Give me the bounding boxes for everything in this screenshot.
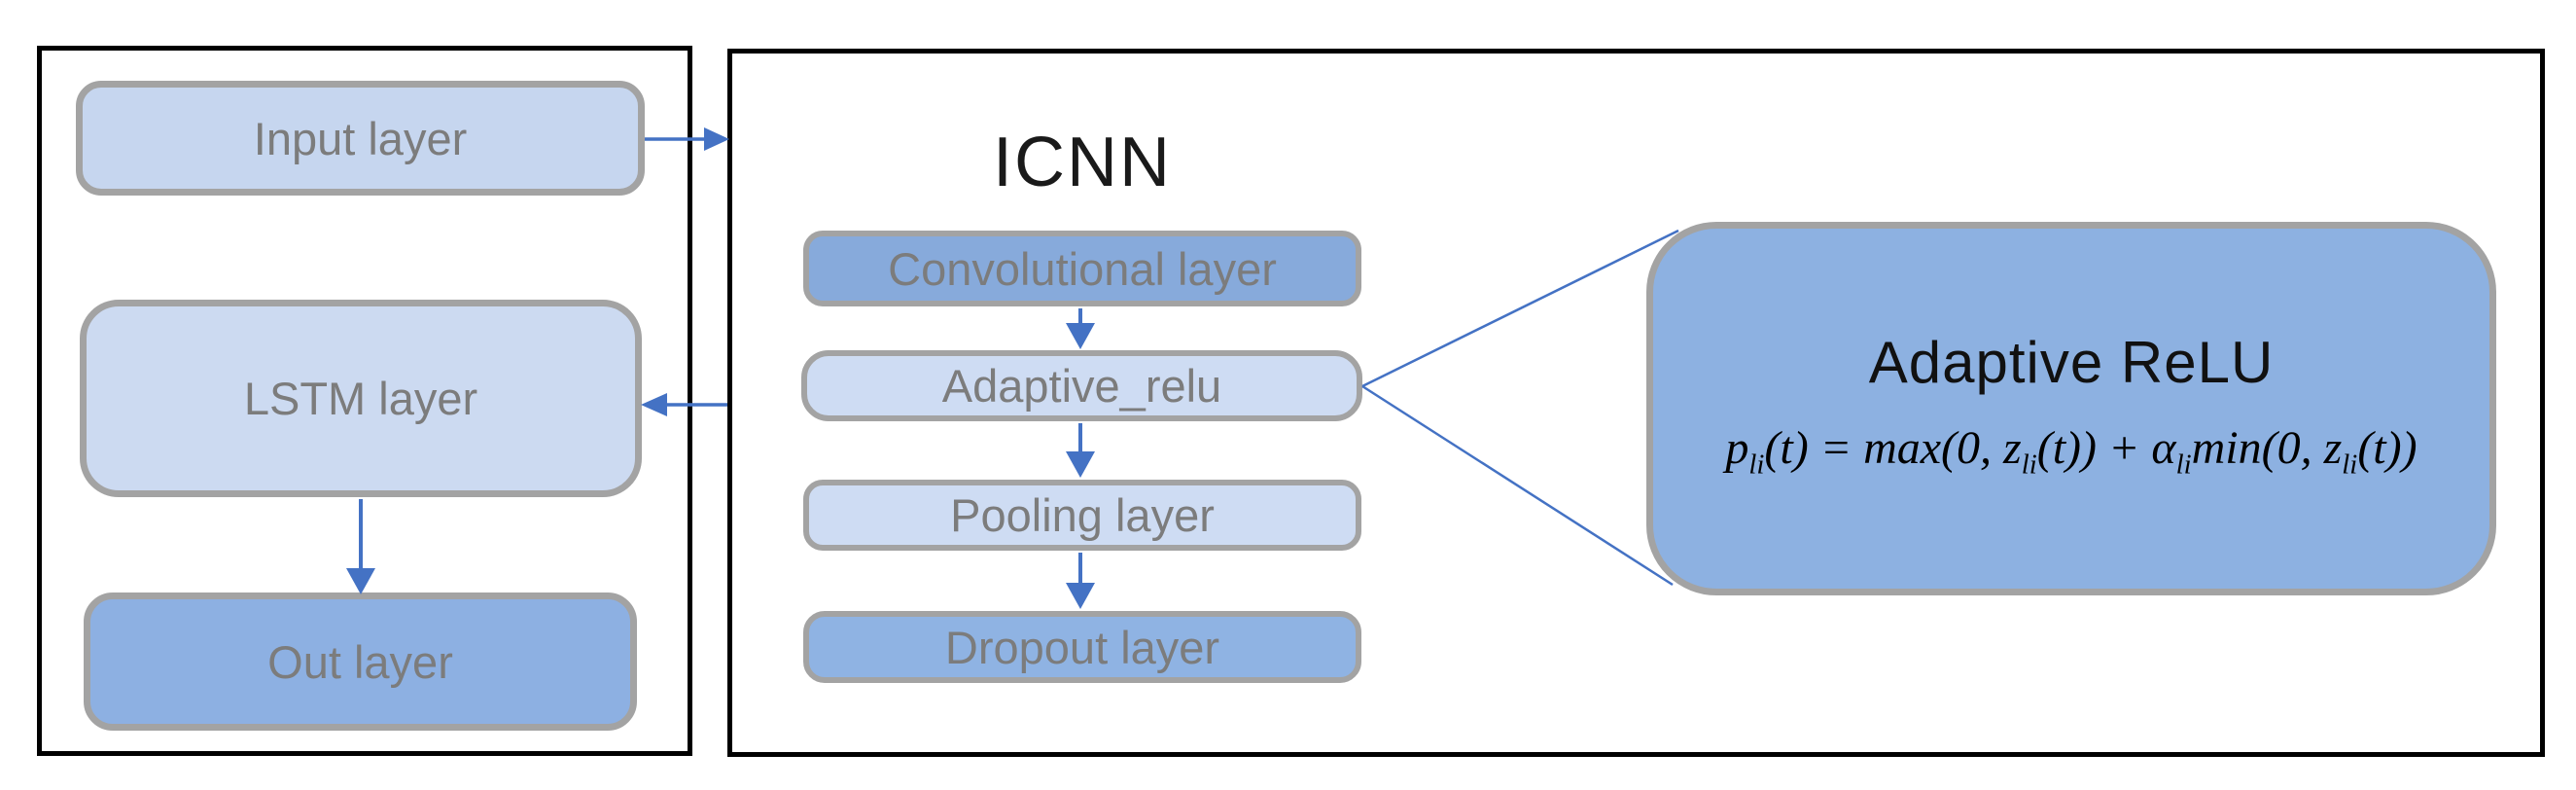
node-dropout-layer: Dropout layer [803, 611, 1361, 683]
node-input-layer-label: Input layer [253, 112, 468, 164]
adaptive-relu-formula: pli(t) = max(0, zli(t)) + αlimin(0, zli(… [1725, 422, 2417, 481]
node-out-layer: Out layer [84, 592, 637, 731]
arrow-input-to-icnn-head [704, 127, 729, 151]
adaptive-relu-callout-title: Adaptive ReLU [1868, 330, 2275, 395]
node-convolutional-layer-label: Convolutional layer [888, 242, 1277, 295]
node-input-layer: Input layer [76, 81, 645, 196]
icnn-title: ICNN [993, 124, 1172, 201]
node-pooling-layer-label: Pooling layer [950, 489, 1215, 541]
node-lstm-layer: LSTM layer [80, 300, 642, 497]
node-adaptive-relu: Adaptive_relu [801, 350, 1362, 421]
node-dropout-layer-label: Dropout layer [944, 621, 1220, 673]
node-out-layer-label: Out layer [267, 635, 453, 688]
lstm-branch-container [37, 46, 692, 756]
node-lstm-layer-label: LSTM layer [243, 373, 478, 424]
node-adaptive-relu-label: Adaptive_relu [941, 360, 1222, 412]
node-pooling-layer: Pooling layer [803, 480, 1361, 551]
node-convolutional-layer: Convolutional layer [803, 231, 1361, 306]
adaptive-relu-callout: Adaptive ReLU pli(t) = max(0, zli(t)) + … [1646, 222, 2496, 595]
icnn-container [727, 49, 2545, 757]
